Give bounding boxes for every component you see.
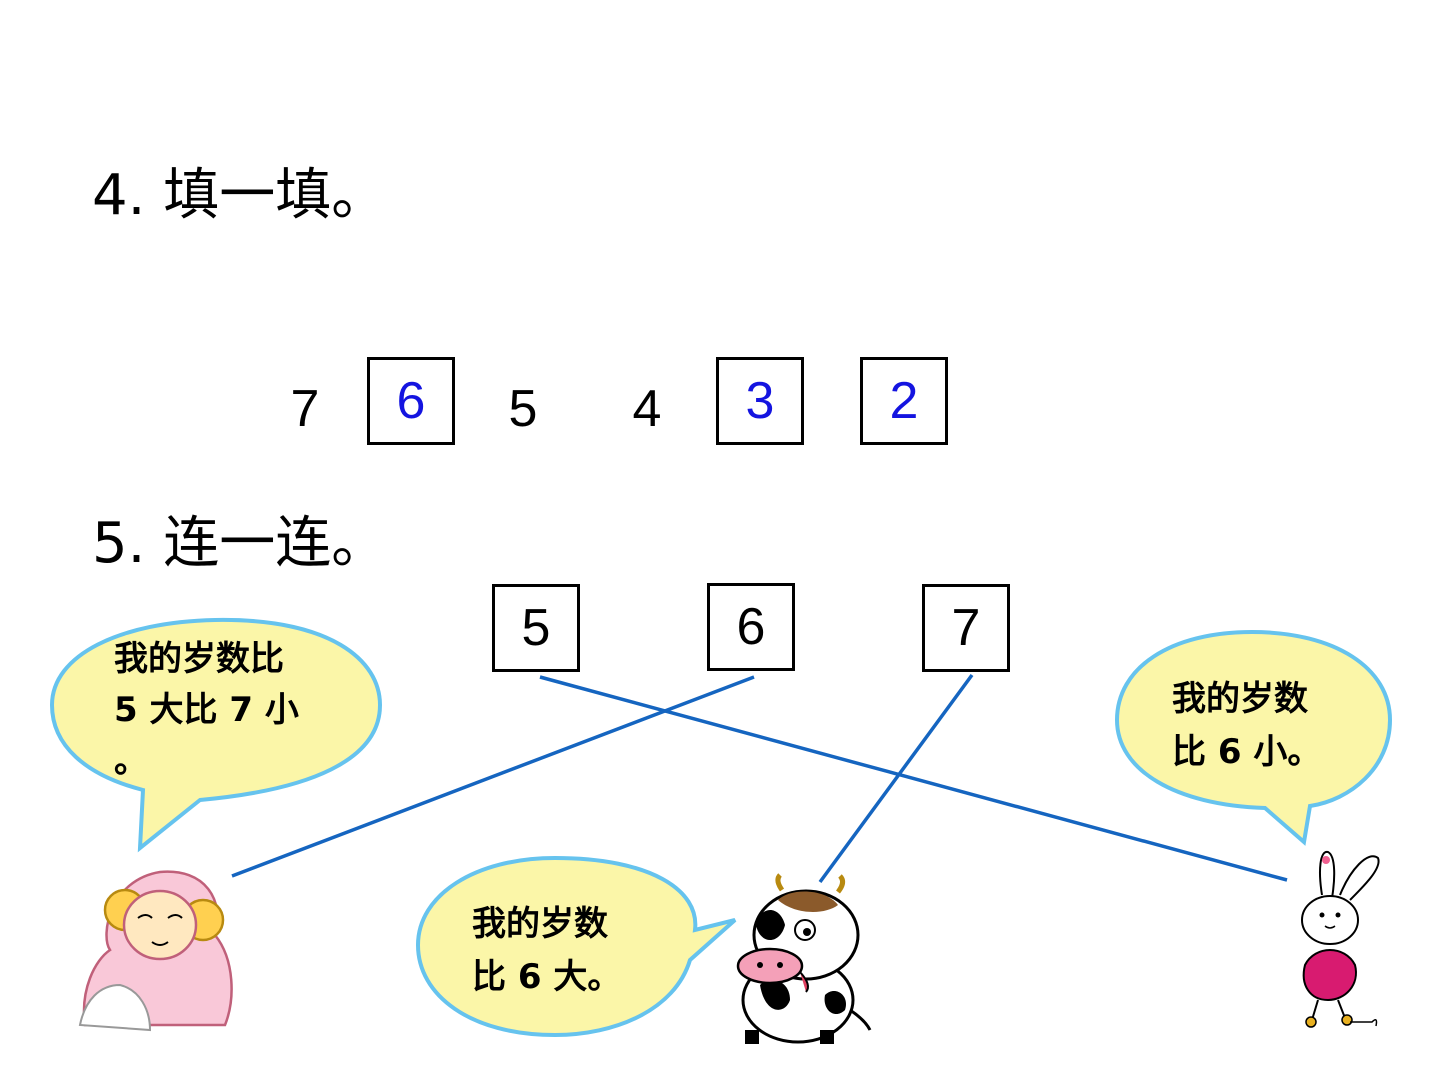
- sequence-number-4: 4: [632, 380, 662, 438]
- match-box-5[interactable]: 5: [492, 584, 580, 672]
- sequence-number-3: 5: [508, 380, 538, 438]
- sheep-speech-bubble: [49, 617, 383, 853]
- cow-speech-bubble: [415, 855, 737, 1038]
- connection-line-6-sheep: [231, 675, 755, 878]
- rabbit-bubble-text: 我的岁数 比 6 小。: [1172, 679, 1322, 772]
- sequence-answer-box-3[interactable]: 2: [860, 357, 948, 445]
- match-box-6[interactable]: 6: [707, 583, 795, 671]
- cow-illustration: [736, 873, 872, 1044]
- connection-line-7-cow: [818, 673, 974, 884]
- sheep-bubble-text: 我的岁数比 5 大比 7 小 。: [114, 639, 299, 781]
- match-box-7[interactable]: 7: [922, 584, 1010, 672]
- question-5-title: 5. 连一连。: [92, 511, 388, 576]
- cow-bubble-text: 我的岁数 比 6 大。: [472, 904, 622, 997]
- sequence-number-1: 7: [290, 380, 320, 438]
- rabbit-speech-bubble: [1114, 629, 1393, 846]
- sequence-answer-box-1[interactable]: 6: [367, 357, 455, 445]
- question-4-title: 4. 填一填。: [92, 163, 388, 228]
- sheep-illustration: [78, 870, 233, 1032]
- rabbit-illustration: [1301, 850, 1380, 1028]
- sequence-answer-box-2[interactable]: 3: [716, 357, 804, 445]
